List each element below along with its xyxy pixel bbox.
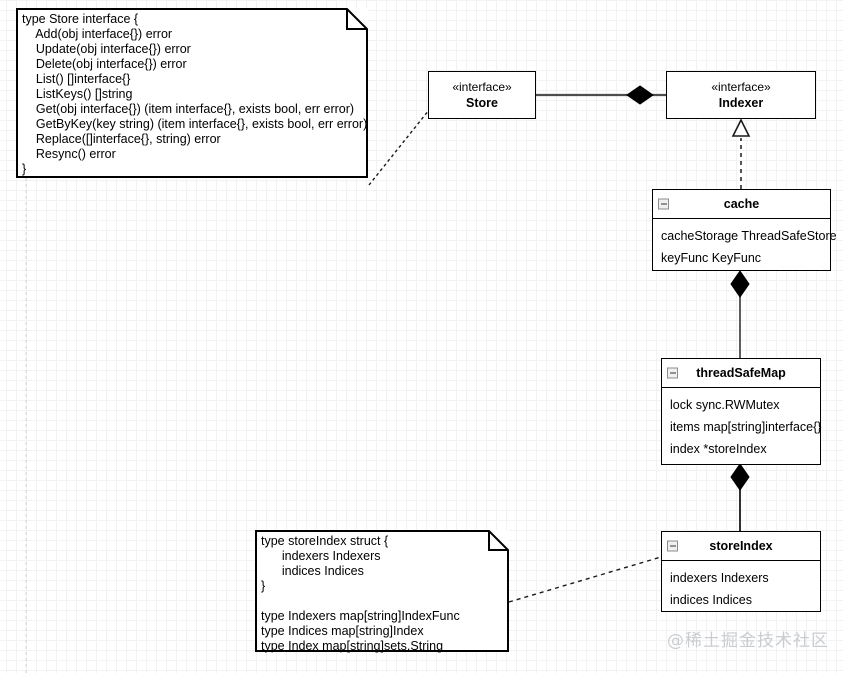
interface-store-name: Store [466, 95, 498, 110]
minus-icon[interactable] [658, 198, 669, 210]
class-attribute: indices Indices [670, 593, 752, 607]
class-attribute: lock sync.RWMutex [670, 398, 780, 412]
minus-icon[interactable] [667, 367, 678, 379]
class-cache[interactable]: cache cacheStorage ThreadSafeStore keyFu… [652, 189, 837, 271]
class-attribute: indexers Indexers [670, 571, 769, 585]
filled-diamond-threadsafemap [730, 463, 750, 491]
class-threadsafemap-attributes: lock sync.RWMutex items map[string]inter… [662, 388, 822, 466]
class-storeindex[interactable]: storeIndex indexers Indexers indices Ind… [661, 531, 821, 612]
note-store-interface-text: type Store interface { Add(obj interface… [22, 12, 368, 176]
note-link-store [368, 109, 430, 186]
filled-diamond-indexer [626, 85, 654, 105]
note-link-storeindex [508, 556, 662, 603]
class-threadsafemap-header: threadSafeMap [662, 359, 820, 388]
note-shape [16, 8, 368, 178]
class-attribute: items map[string]interface{} [670, 420, 822, 434]
interface-store-stereotype: «interface» [452, 79, 512, 94]
note-storeindex-struct[interactable]: type storeIndex struct { indexers Indexe… [255, 530, 509, 653]
class-threadsafemap[interactable]: threadSafeMap lock sync.RWMutex items ma… [661, 358, 821, 465]
class-storeindex-attributes: indexers Indexers indices Indices [662, 561, 820, 617]
interface-indexer[interactable]: «interface» Indexer [666, 71, 816, 119]
class-attribute: index *storeIndex [670, 442, 767, 456]
class-storeindex-name: storeIndex [709, 539, 773, 553]
class-threadsafemap-name: threadSafeMap [696, 366, 786, 380]
note-store-interface[interactable]: type Store interface { Add(obj interface… [16, 8, 368, 178]
interface-indexer-stereotype: «interface» [711, 79, 771, 94]
watermark: @稀土掘金技术社区 [667, 631, 829, 651]
interface-store[interactable]: «interface» Store [428, 71, 536, 119]
note-storeindex-struct-text: type storeIndex struct { indexers Indexe… [261, 534, 460, 653]
class-attribute: cacheStorage ThreadSafeStore [661, 229, 837, 243]
class-cache-name: cache [723, 197, 760, 211]
class-attribute: keyFunc KeyFunc [661, 251, 762, 265]
class-storeindex-header: storeIndex [662, 532, 820, 561]
interface-indexer-name: Indexer [718, 95, 764, 110]
class-cache-attributes: cacheStorage ThreadSafeStore keyFunc Key… [653, 219, 837, 275]
class-cache-header: cache [653, 190, 830, 219]
hollow-triangle-indexer [731, 118, 751, 137]
note-shape [255, 530, 509, 652]
minus-icon[interactable] [667, 540, 678, 552]
